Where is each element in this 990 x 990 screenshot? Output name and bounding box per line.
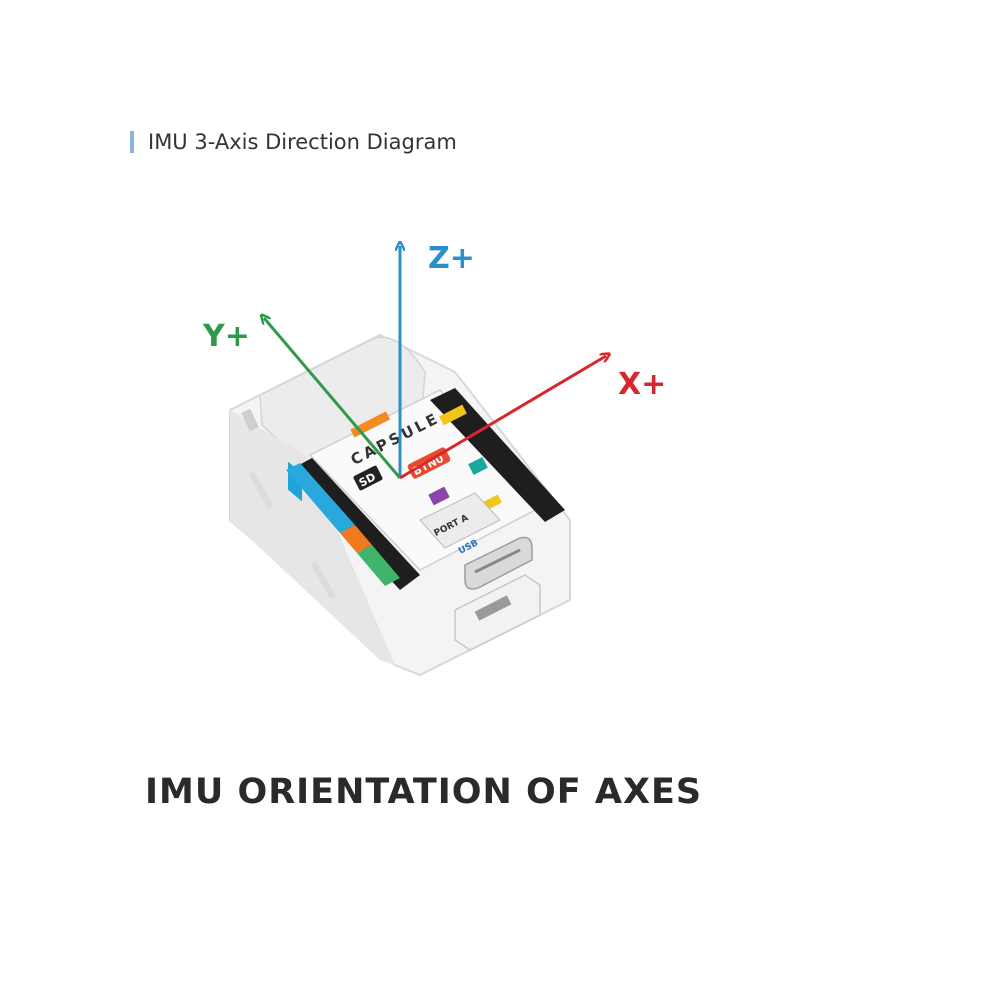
pin-header-right [430,388,565,522]
pin-strip-blue [286,463,355,533]
axis-x: X+ [399,356,666,480]
capsule-device: SD BTN0 CAPSULE PORT A USB [229,333,571,677]
footer-title: IMU ORIENTATION OF AXES [145,772,703,812]
usb-c-port [464,536,533,590]
side-slot [241,408,259,432]
label-chip-yellow [439,404,467,426]
header-title: IMU 3-Axis Direction Diagram [148,130,457,154]
label-chip-teal [468,457,488,475]
pin-strip-green [357,545,400,586]
label-chip-purple [428,486,450,506]
label-chip-sd [353,465,383,491]
device-side [230,410,395,665]
x-axis-label: X+ [618,367,666,402]
x-axis-line [399,356,606,480]
side-slot [310,561,336,599]
grove-connector [454,574,541,651]
z-axis-label: Z+ [428,241,475,276]
header-accent-bar [130,131,134,153]
port-a-area [419,492,501,549]
pin-strip-orange [340,525,372,553]
side-slot [248,471,274,509]
y-axis-line [264,318,402,479]
axis-y: Y+ [202,318,402,479]
axis-z: Z+ [400,241,475,478]
y-axis-label: Y+ [202,319,250,354]
diagram-header: IMU 3-Axis Direction Diagram [130,128,457,156]
